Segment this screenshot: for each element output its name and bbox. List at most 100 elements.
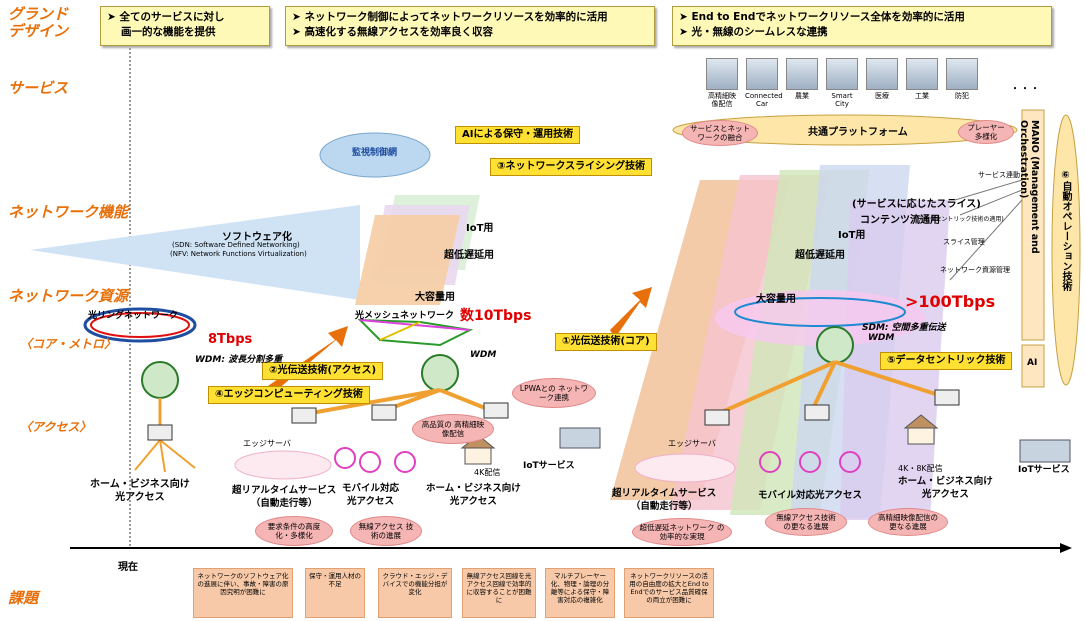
wdm-node-mid	[421, 354, 459, 392]
access-left-home: ホーム・ビジネス向け 光アクセス	[90, 479, 190, 503]
k4-label: 4K配信	[474, 468, 501, 477]
auto-ops-ellipse	[1051, 114, 1081, 386]
home-label: ホーム・ビジネス向け 光アクセス	[426, 483, 521, 507]
lpwa-note: LPWAとの ネットワーク連携	[512, 378, 596, 408]
realtime-label: 超リアルタイムサービス （自動走行等）	[612, 488, 717, 512]
service-item: 高精細映像配信	[705, 58, 739, 108]
ai-box	[1021, 344, 1045, 388]
mobile-label: モバイル対応 光アクセス	[342, 483, 400, 507]
sdm-speed: >100Tbps	[905, 292, 996, 311]
house-icon	[464, 447, 492, 465]
mano-link-3	[949, 199, 1023, 281]
services-more: ・・・	[1010, 84, 1040, 95]
realtime-area-mid	[234, 450, 332, 480]
note-latency: 超低遅延ネットワーク の効率的な実現	[632, 518, 732, 546]
service-item: 防犯	[945, 58, 979, 100]
platform-right-note: プレーヤー多様化	[958, 120, 1014, 144]
design-box-now: ➤ 全てのサービスに対し 画一的な機能を提供	[100, 6, 270, 46]
factory-icon	[1019, 439, 1071, 463]
slice-low-latency: 超低遅延用	[444, 250, 494, 261]
row-label-issues: 課題	[8, 589, 39, 607]
design-box-future: ➤ End to Endでネットワークリソース全体を効率的に活用 ➤ 光・無線の…	[672, 6, 1052, 46]
sdm-label: SDM: 空間多重伝送	[862, 323, 946, 333]
optical-ring	[83, 307, 197, 343]
hd-note: 高品質の 高精細映像配信	[412, 414, 494, 444]
design-line: 全てのサービスに対し	[119, 11, 225, 23]
mano-column	[1021, 109, 1045, 341]
content-use-label: コンテンツ流通用	[860, 215, 940, 226]
service-item: Smart City	[825, 58, 859, 108]
tech-edge: ④エッジコンピューティング技術	[208, 386, 370, 404]
monitor-cloud	[319, 132, 431, 178]
medical-icon	[866, 58, 898, 90]
slice-capacity: 大容量用	[756, 294, 796, 305]
tech-ai-ops: AIによる保守・運用技術	[455, 126, 581, 144]
service-item: 医療	[865, 58, 899, 100]
sdm-node	[816, 326, 854, 364]
row-label-network-resource: ネットワーク資源	[8, 287, 129, 305]
note-wireless: 無線アクセス 技術の進展	[350, 516, 422, 546]
service-item: Connected Car	[745, 58, 783, 108]
realtime-area-right	[634, 453, 736, 483]
design-box-mid: ➤ ネットワーク制御によってネットワークリソースを効率的に活用 ➤ 高速化する無…	[285, 6, 655, 46]
design-line: End to Endでネットワークリソース全体を効率的に活用	[691, 11, 965, 23]
ring-wdm: WDM: 波長分割多重	[195, 355, 283, 365]
ring-title: 光リングネットワーク	[88, 311, 179, 321]
platform-left-note: サービスとネットワークの融合	[682, 120, 758, 146]
software-sdn: (SDN: Software Defined Networking)	[172, 241, 300, 249]
issue-box: クラウド・エッジ・デバイスでの機能分担が変化	[378, 568, 452, 618]
k48-label: 4K・8K配信	[898, 464, 943, 473]
timeline-now: 現在	[118, 562, 138, 573]
factory-icon	[559, 427, 601, 449]
camera-icon	[946, 58, 978, 90]
issue-box: 無線アクセス回線を光アクセス回線で効率的に収容することが困難に	[462, 568, 536, 618]
edge-server-label: エッジサーバ	[243, 439, 291, 448]
software-nfv: (NFV: Network Functions Virtualization)	[170, 250, 307, 258]
tech-data-centric: ⑤データセントリック技術	[880, 352, 1013, 370]
mano-link-2	[959, 189, 1023, 216]
tech-optical-access: ②光伝送技術(アクセス)	[262, 362, 384, 380]
software-title: ソフトウェア化	[222, 232, 292, 243]
service-slice-label: (サービスに応じたスライス)	[852, 199, 981, 210]
tech-slicing: ③ネットワークスライシング技術	[490, 158, 653, 176]
software-cone	[30, 205, 360, 300]
mano-link-label: スライス管理	[943, 238, 985, 246]
mesh-speed: 数10Tbps	[460, 308, 532, 324]
mesh-title: 光メッシュネットワーク	[355, 311, 455, 321]
progress-arrow-2	[610, 287, 652, 338]
design-line: 画一的な機能を提供	[121, 26, 216, 38]
mano-link-1	[954, 179, 1023, 201]
row-label-access: 〈アクセス〉	[20, 420, 92, 434]
mesh-wdm: WDM	[470, 350, 497, 360]
tech-optical-core: ①光伝送技術(コア)	[555, 333, 657, 351]
city-icon	[826, 58, 858, 90]
sdm-glow	[715, 290, 925, 346]
house-icon	[907, 427, 935, 445]
sdm-wdm: WDM	[868, 333, 895, 343]
content-use-note: (データセントリック技術の適用)	[915, 216, 1004, 223]
design-line: ネットワーク制御によってネットワークリソースを効率的に活用	[304, 11, 608, 23]
design-line: 光・無線のシームレスな連携	[691, 26, 828, 38]
ring-speed: 8Tbps	[208, 332, 253, 347]
mano-link-label: ネットワーク資源管理	[940, 266, 1010, 274]
platform-label: 共通プラットフォーム	[808, 127, 908, 138]
iot-label: IoTサービス	[523, 461, 575, 471]
slice-iot: IoT用	[466, 223, 494, 234]
car-icon	[746, 58, 778, 90]
issue-box: マルチプレーヤー化、物理・論理の分離等による保守・障害対応の複雑化	[545, 568, 615, 618]
row-label-service: サービス	[8, 79, 69, 97]
issue-box: ネットワークリソースの活用の自由度の拡大とEnd to Endでのサービス品質確…	[624, 568, 714, 618]
video-icon	[706, 58, 738, 90]
slice-capacity: 大容量用	[415, 292, 455, 303]
row-label-grand-design: グランド デザイン	[8, 5, 69, 40]
farm-icon	[786, 58, 818, 90]
iot-label: IoTサービス	[1018, 465, 1070, 475]
issue-box: ネットワークのソフトウェア化の進展に伴い、事故・障害の原因究明が困難に	[193, 568, 293, 618]
monitor-label: 監視制御網	[352, 148, 398, 158]
wdm-node-left	[141, 361, 179, 399]
mobile-label: モバイル対応光アクセス	[758, 490, 863, 501]
timeline-arrowhead	[1060, 543, 1072, 553]
slice-iot: IoT用	[838, 230, 866, 241]
note-hd: 高精細映像配信の 更なる進展	[868, 508, 948, 536]
optical-mesh	[357, 318, 474, 347]
